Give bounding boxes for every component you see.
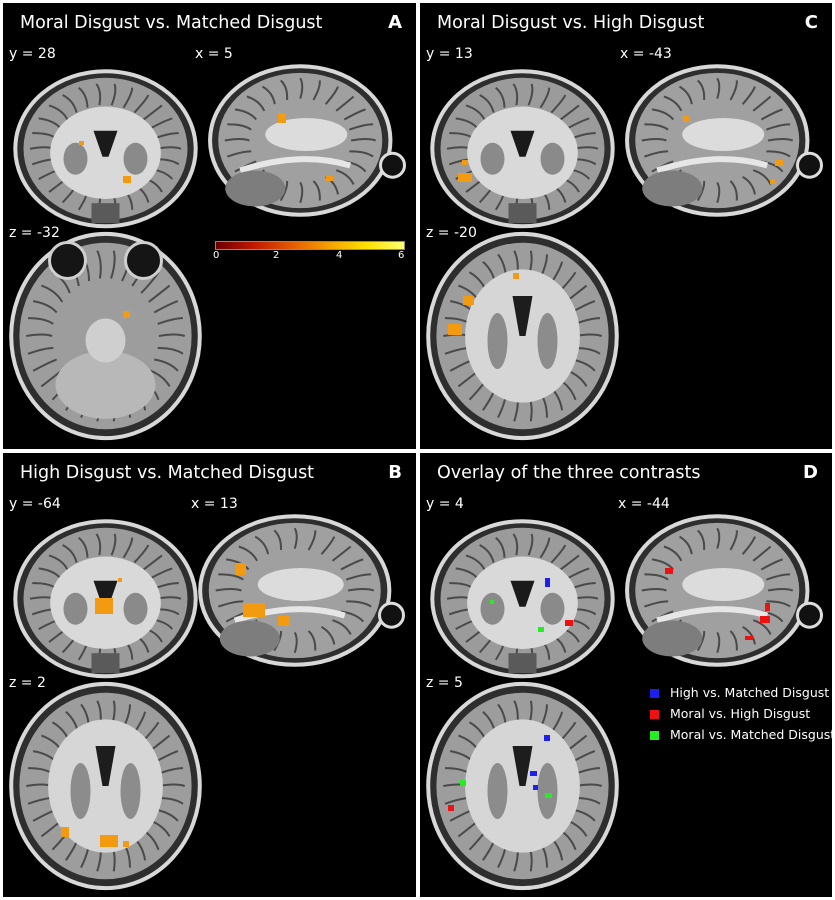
activation-blob xyxy=(448,324,462,335)
activation-blob xyxy=(123,841,129,847)
sagittal-slice xyxy=(198,514,405,667)
activation-blob xyxy=(775,160,783,166)
colorbar-tick: 2 xyxy=(273,250,280,261)
activation-blob xyxy=(458,173,472,182)
panel-title: Moral Disgust vs. Matched Disgust xyxy=(20,13,323,33)
activation-blob xyxy=(462,160,468,165)
colorbar-tick: 6 xyxy=(398,250,405,261)
activation-blob xyxy=(683,116,689,122)
panel-a: Moral Disgust vs. Matched Disgust A y = … xyxy=(3,3,416,449)
coord-label: z = -20 xyxy=(426,225,477,241)
coord-label: x = -43 xyxy=(620,46,672,62)
axial-slice xyxy=(9,681,202,891)
sagittal-slice xyxy=(625,514,823,667)
coord-label: y = -64 xyxy=(9,496,61,512)
activation-blob xyxy=(765,603,770,611)
legend-label: High vs. Matched Disgust xyxy=(670,685,830,700)
activation-blob xyxy=(236,563,246,575)
coord-label: y = 13 xyxy=(426,46,473,62)
legend-swatch xyxy=(650,731,659,740)
activation-blob xyxy=(665,568,673,574)
activation-blob xyxy=(79,141,84,145)
panel-letter: B xyxy=(388,462,402,483)
panel-b: High Disgust vs. Matched Disgust B y = -… xyxy=(3,453,416,897)
colorbar-tick: 0 xyxy=(213,250,220,261)
axial-slice xyxy=(426,231,619,441)
activation-blob xyxy=(278,113,286,123)
panel-letter: D xyxy=(803,462,818,483)
activation-blob xyxy=(100,835,118,847)
activation-blob xyxy=(448,805,454,811)
activation-blob xyxy=(544,735,550,741)
legend-label: Moral vs. Matched Disgust xyxy=(670,727,832,742)
panel-c: Moral Disgust vs. High Disgust C y = 13 … xyxy=(420,3,832,449)
activation-blob xyxy=(565,620,573,626)
activation-blob xyxy=(95,598,113,614)
activation-blob xyxy=(513,273,519,279)
coord-label: x = 5 xyxy=(195,46,233,62)
activation-blob xyxy=(463,296,474,305)
activation-blob xyxy=(545,578,550,587)
coord-label: z = 2 xyxy=(9,675,46,691)
coronal-slice xyxy=(13,519,198,679)
coronal-slice xyxy=(430,69,615,229)
coronal-slice xyxy=(13,69,198,229)
colorbar-tick: 4 xyxy=(336,250,343,261)
activation-blob xyxy=(745,636,753,640)
activation-blob xyxy=(123,311,130,318)
coord-label: y = 4 xyxy=(426,496,464,512)
activation-blob xyxy=(118,578,122,582)
activation-blob xyxy=(545,793,552,798)
panel-letter: A xyxy=(388,12,402,33)
coord-label: x = 13 xyxy=(191,496,238,512)
colorbar xyxy=(215,241,405,250)
activation-blob xyxy=(326,176,333,181)
sagittal-slice xyxy=(208,64,406,217)
activation-blob xyxy=(530,771,537,776)
panel-title: Moral Disgust vs. High Disgust xyxy=(437,13,705,33)
coord-label: z = 5 xyxy=(426,675,463,691)
legend-label: Moral vs. High Disgust xyxy=(670,706,811,721)
panel-title: High Disgust vs. Matched Disgust xyxy=(20,463,315,483)
panel-letter: C xyxy=(804,12,818,33)
activation-blob xyxy=(760,616,770,623)
activation-blob xyxy=(770,179,776,184)
activation-blob xyxy=(243,603,265,617)
panel-title: Overlay of the three contrasts xyxy=(437,463,701,483)
activation-blob xyxy=(538,627,544,632)
coronal-slice xyxy=(430,519,615,679)
activation-blob xyxy=(278,616,290,626)
activation-blob xyxy=(533,785,538,790)
activation-blob xyxy=(490,600,494,604)
legend-swatch xyxy=(650,689,659,698)
activation-blob xyxy=(460,780,466,786)
panel-d: Overlay of the three contrasts D y = 4 x… xyxy=(420,453,832,897)
sagittal-slice xyxy=(625,64,823,217)
axial-slice xyxy=(9,231,202,441)
activation-blob xyxy=(123,176,131,183)
coord-label: z = -32 xyxy=(9,225,60,241)
axial-slice xyxy=(426,681,619,891)
coord-label: x = -44 xyxy=(618,496,670,512)
coord-label: y = 28 xyxy=(9,46,56,62)
activation-blob xyxy=(61,827,69,837)
legend-swatch xyxy=(650,710,659,719)
